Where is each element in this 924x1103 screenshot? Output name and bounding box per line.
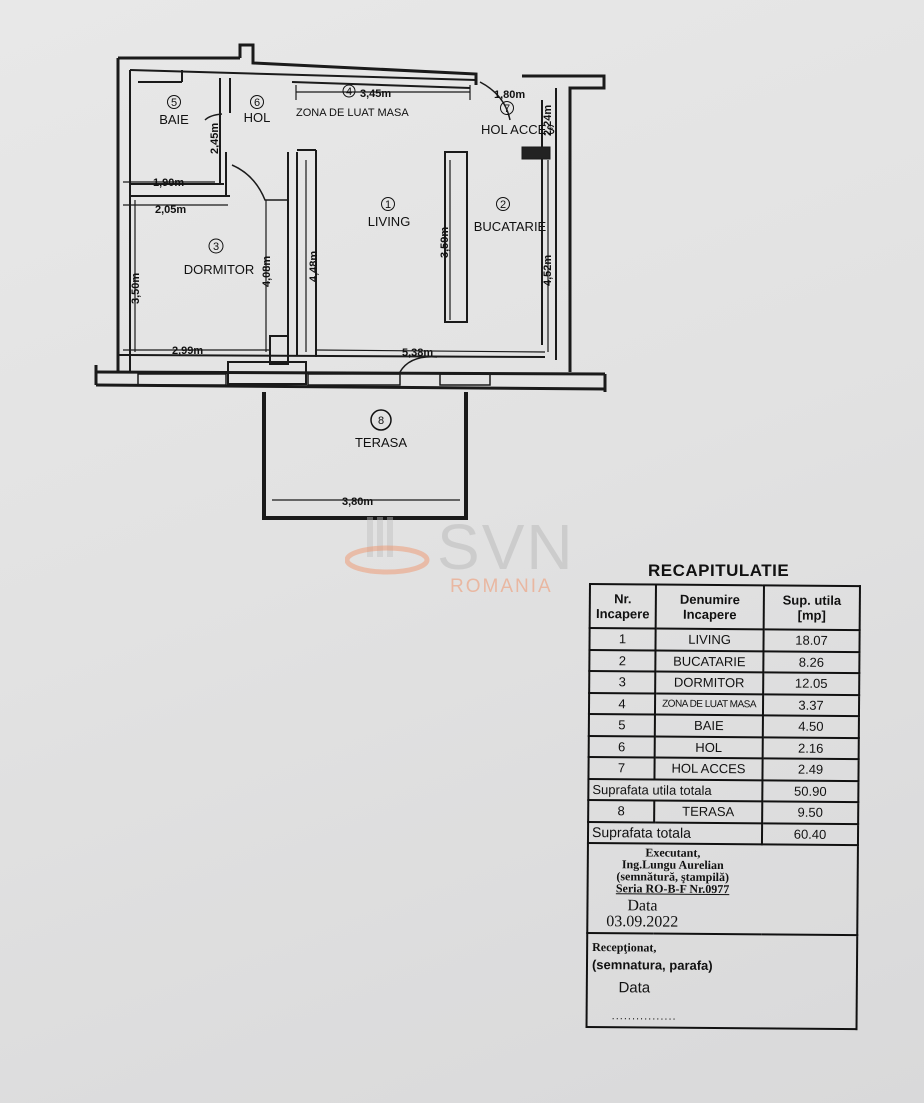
watermark-logo-icon: [345, 517, 430, 575]
table-cell: LIVING: [655, 628, 764, 651]
watermark-country: ROMANIA: [450, 576, 553, 597]
table-cell: 9.50: [762, 801, 859, 824]
svg-text:LIVING: LIVING: [368, 214, 411, 229]
table-cell: Recepţionat, (semnatura, parafa) Data ..…: [586, 932, 858, 1030]
table-cell: 5: [588, 714, 655, 737]
table-cell: 50.90: [762, 779, 859, 803]
room-terasa: 8 TERASA: [355, 409, 407, 450]
room-hol-acces: 7 HOL ACCES: [481, 101, 555, 137]
svg-text:6: 6: [254, 97, 260, 109]
receptionat-block: Recepţionat, (semnatura, parafa): [591, 940, 713, 973]
table-cell: 1: [589, 628, 656, 651]
table-cell: 4: [588, 692, 656, 715]
table-cell: Suprafata utila totala: [588, 778, 763, 802]
table-cell: BAIE: [654, 714, 763, 737]
dim-living-wall: 4,48m: [308, 251, 320, 282]
dim-terasa-width: 3,80m: [342, 496, 373, 508]
table-cell: 60.40: [761, 822, 859, 846]
svg-text:BUCATARIE: BUCATARIE: [474, 219, 547, 234]
table-cell: 6: [588, 735, 655, 758]
svg-text:4: 4: [346, 86, 352, 98]
room-hol: 6 HOL: [244, 95, 271, 125]
svg-text:7: 7: [504, 103, 510, 115]
table-cell: 2.49: [762, 758, 859, 781]
dim-hol-acces-height: 2,24m: [542, 105, 554, 136]
table-cell: ZONA DE LUAT MASA: [654, 693, 764, 716]
dim-island: 3,59m: [439, 227, 451, 258]
receptionat-date: Data ................: [611, 979, 677, 1023]
table-cell: 18.07: [763, 629, 860, 652]
recap-title: RECAPITULATIE: [648, 561, 790, 580]
receptionat-row: Recepţionat, (semnatura, parafa) Data ..…: [586, 932, 858, 1030]
dimension-lines: [123, 85, 549, 501]
svg-text:5: 5: [171, 97, 177, 109]
table-cell: 2: [589, 649, 656, 672]
walls: [94, 43, 607, 520]
executant-block: Executant, Ing.Lungu Aurelian (semnătură…: [615, 845, 730, 897]
dim-dormitor-top: 2,05m: [155, 204, 186, 216]
room-bucatarie: 2 BUCATARIE: [474, 197, 547, 234]
table-cell: Executant, Ing.Lungu Aurelian (semnătură…: [587, 842, 858, 936]
svg-text:TERASA: TERASA: [355, 435, 407, 450]
table-cell: TERASA: [654, 800, 763, 823]
table-cell: 4.50: [762, 715, 859, 738]
table-cell: 7: [588, 757, 655, 780]
table-cell: 2.16: [762, 736, 859, 760]
table-cell: 12.05: [763, 672, 860, 695]
svg-text:ZONA DE LUAT MASA: ZONA DE LUAT MASA: [296, 107, 409, 119]
svg-text:8: 8: [378, 415, 384, 427]
dim-bucatarie-height: 4,52m: [542, 255, 554, 286]
svg-text:DORMITOR: DORMITOR: [184, 262, 255, 277]
svg-text:HOL ACCES: HOL ACCES: [481, 122, 555, 137]
svg-text:HOL: HOL: [244, 110, 271, 125]
dim-hol-acces-width: 1,80m: [494, 89, 525, 101]
grand-total-row: Suprafata totala 60.40: [587, 821, 859, 846]
header-area: Sup. utila[mp]: [763, 585, 860, 631]
table-cell: 3.37: [762, 693, 860, 717]
table-cell: DORMITOR: [655, 671, 764, 694]
dimension-labels: 3,45m 1,80m 2,24m 2,45m 1,90m 2,05m 3,50…: [130, 88, 554, 508]
dim-dormitor-height: 3,50m: [130, 273, 142, 304]
room-living: 1 LIVING: [368, 197, 411, 229]
room-baie: 5 BAIE: [159, 95, 189, 127]
header-nr: Nr.Incapere: [589, 584, 656, 629]
executant-date: Data 03.09.2022: [606, 897, 679, 931]
table-cell: 8.26: [763, 650, 860, 674]
dim-living-width: 5,38m: [402, 347, 433, 359]
table-cell: HOL ACCES: [654, 757, 763, 780]
table-cell: HOL: [654, 736, 763, 759]
executant-row: Executant, Ing.Lungu Aurelian (semnătură…: [587, 842, 858, 936]
floor-plan: 1 LIVING 2 BUCATARIE 3 DORMITOR 4 ZONA D…: [94, 43, 607, 520]
svg-text:BAIE: BAIE: [159, 112, 189, 127]
dim-dormitor-bottom: 2,99m: [172, 345, 203, 357]
watermark: SVN ROMANIA: [345, 510, 585, 605]
dim-baie-height: 2,45m: [209, 123, 221, 154]
table-cell: Suprafata totala: [587, 821, 763, 845]
table-cell: 3: [589, 671, 656, 694]
room-zona-de-luat-masa: 4 ZONA DE LUAT MASA: [296, 84, 409, 119]
table-cell: BUCATARIE: [655, 650, 764, 673]
dim-baie-width: 1,90m: [153, 177, 184, 189]
svg-text:1: 1: [385, 199, 391, 211]
room-dormitor: 3 DORMITOR: [184, 238, 255, 277]
svg-text:3: 3: [213, 241, 219, 253]
dim-zona-width: 3,45m: [360, 88, 391, 100]
table-cell: 8: [588, 800, 655, 823]
watermark-brand: SVN: [437, 511, 575, 583]
room-labels: 1 LIVING 2 BUCATARIE 3 DORMITOR 4 ZONA D…: [159, 84, 555, 450]
svg-text:2: 2: [500, 199, 506, 211]
dim-dormitor-inner: 4,08m: [261, 256, 273, 287]
util-total-row: Suprafata utila totala 50.90: [588, 778, 859, 803]
